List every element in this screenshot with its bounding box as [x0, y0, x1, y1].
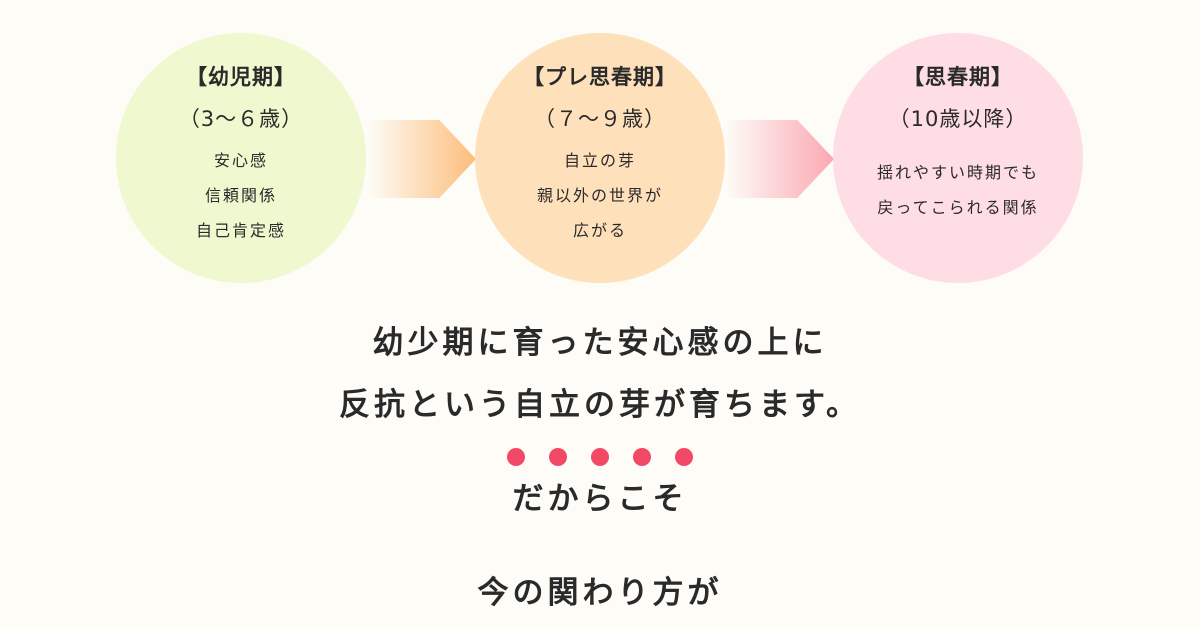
stage-item: 広がる	[572, 221, 627, 240]
emphasis-dots	[507, 448, 693, 466]
message-line-1: 幼少期に育った安心感の上に	[372, 325, 828, 361]
message-line-2: 反抗という自立の芽が育ちます。	[339, 387, 861, 423]
arrow-right-icon	[726, 120, 834, 198]
stage-age: （７～９歳）	[534, 107, 666, 131]
dot-icon	[633, 448, 651, 466]
dot-icon	[675, 448, 693, 466]
dot-icon	[591, 448, 609, 466]
dot-icon	[507, 448, 525, 466]
arrow-right-icon	[368, 120, 476, 198]
stage-title: 【思春期】	[903, 65, 1013, 89]
message-emphasis: だからこそ	[512, 481, 688, 517]
stage-item: 自立の芽	[563, 151, 636, 170]
stage-title: 【幼児期】	[186, 65, 296, 89]
stage-adolescence: 【思春期】 （10歳以降） 揺れやすい時期でも 戻ってこられる関係	[833, 33, 1083, 283]
dot-icon	[549, 448, 567, 466]
stage-pre-adolescence: 【プレ思春期】 （７～９歳） 自立の芽 親以外の世界が 広がる	[475, 33, 725, 283]
message-line-3: 今の関わり方が	[477, 575, 723, 611]
stage-title: 【プレ思春期】	[523, 65, 677, 89]
stage-item: 揺れやすい時期でも	[876, 163, 1039, 182]
stage-age: （10歳以降）	[888, 107, 1028, 131]
stage-item: 自己肯定感	[195, 221, 286, 240]
stage-item: 親以外の世界が	[536, 186, 663, 205]
stage-item: 安心感	[213, 151, 268, 170]
stage-item: 信頼関係	[204, 186, 277, 205]
stage-age: （3～６歳）	[178, 107, 304, 131]
stage-item: 戻ってこられる関係	[877, 198, 1039, 217]
stage-early-childhood: 【幼児期】 （3～６歳） 安心感 信頼関係 自己肯定感	[116, 33, 366, 283]
